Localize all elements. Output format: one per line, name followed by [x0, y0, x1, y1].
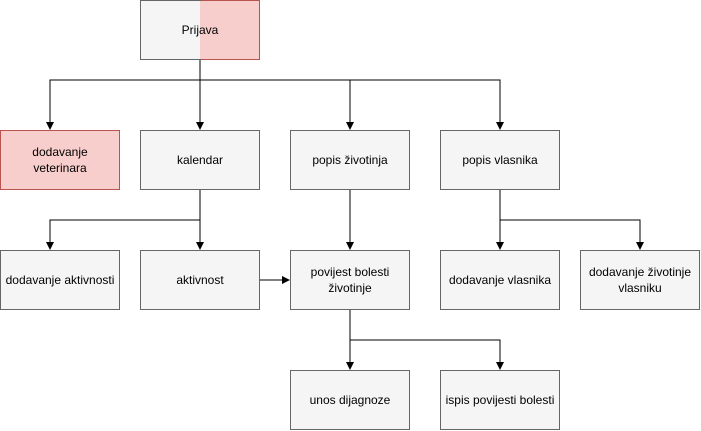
node-ispis-povijesti-bolesti: ispis povijesti bolesti	[440, 370, 560, 430]
node-povijest-bolesti-zivotinje: povijest bolesti životinje	[290, 250, 410, 310]
edge-kalendar-to-dodavanje-aktivnosti	[46, 190, 201, 250]
node-label: ispis povijesti bolesti	[445, 393, 555, 407]
edge-prijava-to-popis-vlasnika	[199, 60, 504, 130]
node-dodavanje-zivotinje-vlasniku: dodavanje životinje vlasniku	[580, 250, 700, 310]
node-label: kalendar	[176, 153, 224, 167]
edge-popis-vlasnika-to-dodavanje-zivotinje-vlasniku	[499, 190, 644, 250]
node-prijava: Prijava	[140, 0, 260, 60]
node-unos-dijagnoze: unos dijagnoze	[290, 370, 410, 430]
node-label: aktivnost	[176, 273, 224, 287]
node-label: popis vlasnika	[462, 153, 538, 167]
node-label: unos dijagnoze	[309, 393, 391, 407]
node-label: popis životinja	[312, 153, 388, 167]
split-right-fill	[200, 1, 259, 59]
node-label: dodavanje vlasnika	[448, 273, 552, 287]
node-dodavanje-vlasnika: dodavanje vlasnika	[440, 250, 560, 310]
node-popis-zivotinja: popis životinja	[290, 130, 410, 190]
split-left-fill	[141, 1, 200, 59]
edge-prijava-to-popis-zivotinja	[199, 60, 354, 130]
node-label: povijest bolesti životinje	[310, 265, 390, 295]
node-dodavanje-aktivnosti: dodavanje aktivnosti	[0, 250, 120, 310]
node-kalendar: kalendar	[140, 130, 260, 190]
node-label: dodavanje životinje vlasniku	[588, 265, 692, 295]
edge-povijest-bolesti-to-ispis-povijesti-bolesti	[349, 310, 504, 370]
node-dodavanje-veterinara: dodavanje veterinara	[0, 130, 120, 190]
node-aktivnost: aktivnost	[140, 250, 260, 310]
node-label: Prijava	[181, 23, 219, 37]
split-right-border	[201, 0, 260, 60]
node-label: dodavanje aktivnosti	[5, 273, 115, 287]
edge-prijava-to-dodavanje-veterinara	[46, 60, 201, 130]
node-popis-vlasnika: popis vlasnika	[440, 130, 560, 190]
node-label: dodavanje veterinara	[32, 145, 88, 175]
